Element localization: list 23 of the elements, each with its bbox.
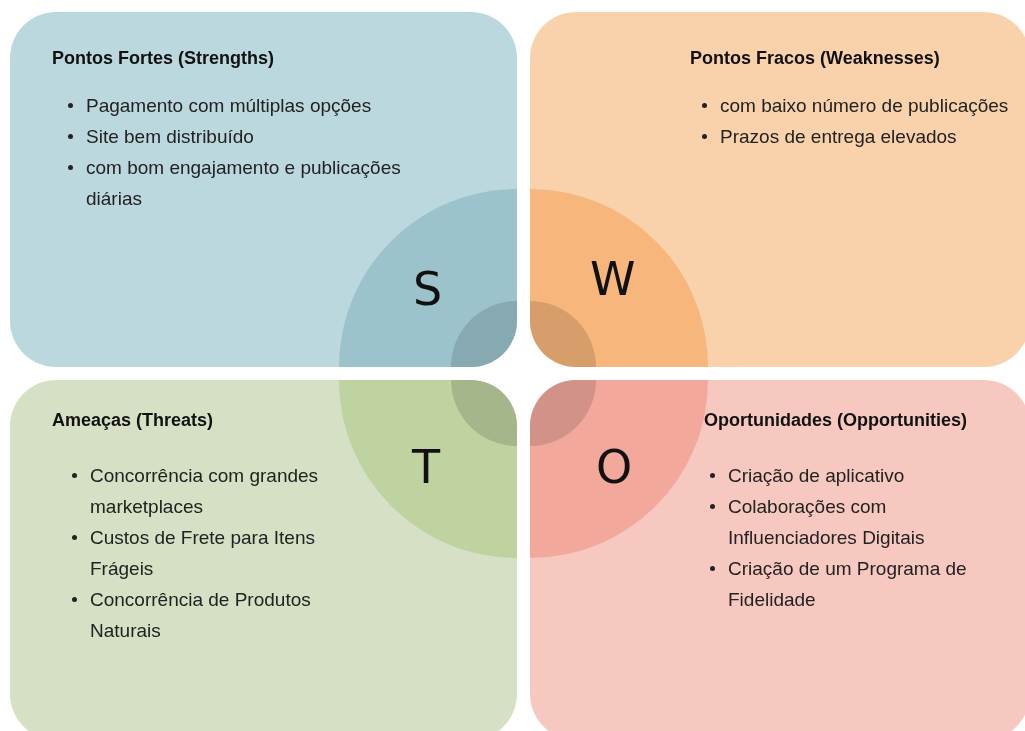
list-text: Custos de Frete para Itens Frágeis: [90, 527, 315, 579]
list-text: Pagamento com múltiplas opções: [86, 95, 372, 116]
list-text: Prazos de entrega elevados: [720, 126, 957, 147]
list-text: Colaborações com Influenciadores Digitais: [728, 496, 925, 548]
list-text: com bom engajamento e publicações diárias: [86, 157, 401, 209]
quadrant-letter: W: [590, 252, 636, 306]
quadrant-card: [10, 380, 517, 731]
list-text: Concorrência com grandes marketplaces: [90, 465, 319, 517]
quadrant-letter: T: [412, 440, 441, 494]
quadrant-heading: Pontos Fracos (Weaknesses): [690, 48, 940, 69]
quadrant-heading: Pontos Fortes (Strengths): [52, 48, 274, 69]
list-text: Site bem distribuído: [86, 126, 254, 147]
list-text: Concorrência de Produtos Naturais: [90, 589, 311, 641]
quadrant-card: [530, 380, 1025, 731]
list-text: com baixo número de publicações: [720, 95, 1009, 116]
list-text: Criação de um Programa de Fidelidade: [728, 558, 967, 610]
quadrant-card: [530, 12, 1025, 367]
quadrant-heading: Oportunidades (Opportunities): [704, 410, 967, 431]
quadrant-heading: Ameaças (Threats): [52, 410, 214, 431]
quadrant-letter: O: [596, 440, 633, 494]
quadrant-letter: S: [413, 262, 443, 316]
list-text: Criação de aplicativo: [728, 465, 905, 486]
quadrant-card: [10, 12, 517, 367]
